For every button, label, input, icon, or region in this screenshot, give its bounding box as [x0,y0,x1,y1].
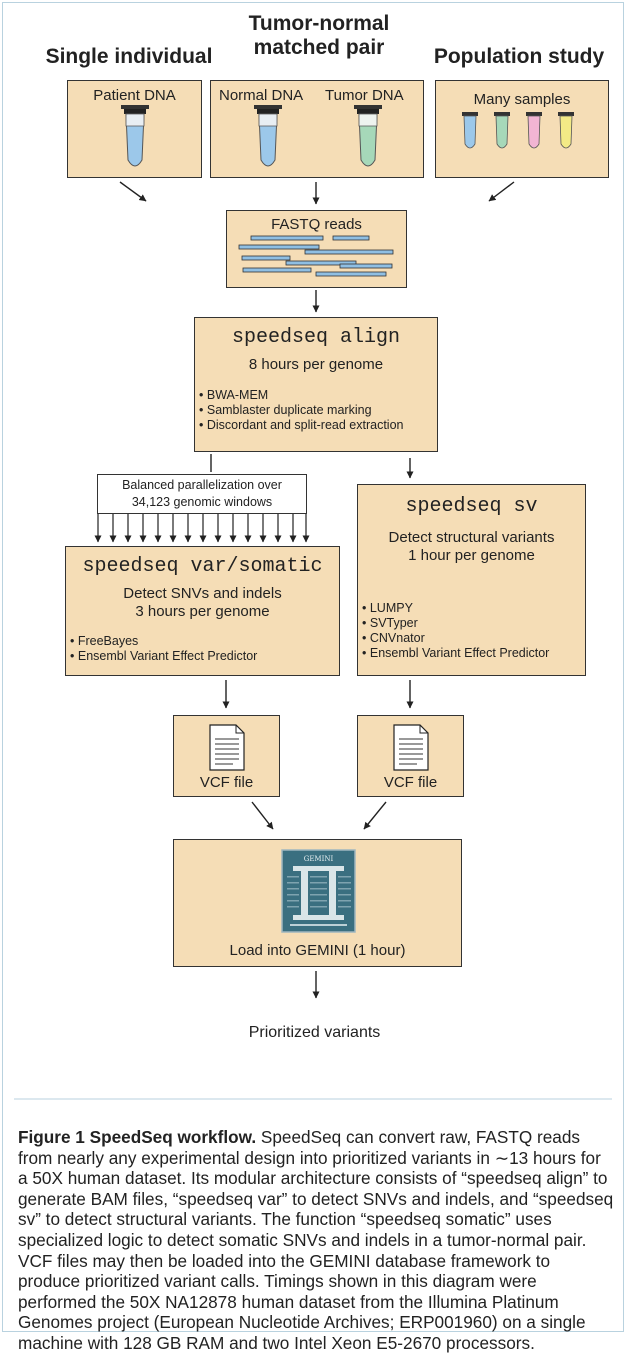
many-samples-label: Many samples [473,91,571,108]
tube-icon-tumor [354,105,382,167]
speedseq-var-box: speedseq var/somatic Detect SNVs and ind… [65,546,340,676]
document-icon-right [393,724,429,771]
parallelization-box: Balanced parallelization over 34,123 gen… [97,474,307,514]
arrow-population-to-fastq [488,181,515,202]
tumor-normal-box: Normal DNA Tumor DNA [210,80,424,178]
sv-line2: 1 hour per genome [408,547,535,564]
align-bullet: BWA-MEM [199,388,403,403]
figure-frame [2,2,624,1332]
document-icon-left [209,724,245,771]
parallel-arrows [94,514,310,543]
caption-title: Figure 1 SpeedSeq workflow. [18,1127,257,1147]
tube-icon-patient [121,105,149,167]
patient-dna-label: Patient DNA [93,87,176,104]
figure-caption: Figure 1 SpeedSeq workflow. SpeedSeq can… [18,1127,614,1354]
sv-line1: Detect structural variants [388,529,555,546]
vcf-file-box-right: VCF file [357,715,464,797]
arrow-vcf-left-to-gemini [251,801,274,830]
svg-text:GEMINI: GEMINI [304,855,334,863]
caption-text: SpeedSeq can convert raw, FASTQ reads fr… [18,1127,614,1353]
align-command: speedseq align [231,326,401,349]
var-bullet: Ensembl Variant Effect Predictor [70,649,257,664]
vcf-file-label-left: VCF file [199,774,254,791]
sv-bullet: CNVnator [362,631,549,646]
header-single-individual: Single individual [45,45,213,68]
many-samples-box: Many samples [435,80,609,178]
speedseq-align-box: speedseq align 8 hours per genome BWA-ME… [194,317,438,452]
sv-bullets: LUMPY SVTyper CNVnator Ensembl Variant E… [362,601,549,661]
sv-command: speedseq sv [405,495,538,518]
header-population-study: Population study [433,45,605,68]
var-bullets: FreeBayes Ensembl Variant Effect Predict… [70,634,257,664]
header-tumor-normal: Tumor-normal matched pair [224,12,414,60]
sv-bullet: SVTyper [362,616,549,631]
tube-icon-normal [254,105,282,167]
prioritized-variants-label: Prioritized variants [248,1024,381,1041]
tube-icon-sample-green [494,112,510,149]
var-line1: Detect SNVs and indels [123,585,282,602]
header-tumor-normal-line1: Tumor-normal [248,12,390,35]
align-bullet: Discordant and split-read extraction [199,418,403,433]
var-line2: 3 hours per genome [135,603,270,620]
tube-icon-sample-blue [462,112,478,149]
sv-bullet: Ensembl Variant Effect Predictor [362,646,549,661]
parallelization-line1: Balanced parallelization over [122,478,282,492]
var-command: speedseq var/somatic [82,555,323,578]
align-bullets: BWA-MEM Samblaster duplicate marking Dis… [199,388,403,433]
vcf-file-label-right: VCF file [383,774,438,791]
align-bullet: Samblaster duplicate marking [199,403,403,418]
arrow-vcf-right-to-gemini [363,801,387,830]
sv-bullet: LUMPY [362,601,549,616]
tube-icon-sample-pink [526,112,542,149]
tumor-dna-label: Tumor DNA [325,87,404,104]
var-bullet: FreeBayes [70,634,257,649]
parallelization-line2: 34,123 genomic windows [131,495,273,509]
gemini-logo: GEMINI [281,849,356,933]
align-timing: 8 hours per genome [248,356,384,373]
fastq-reads-label: FASTQ reads [271,216,362,233]
tube-icon-sample-yellow [558,112,574,149]
normal-dna-label: Normal DNA [219,87,304,104]
header-tumor-normal-line2: matched pair [253,36,385,59]
fastq-reads-icon [238,235,394,277]
speedseq-sv-box: speedseq sv Detect structural variants 1… [357,484,586,676]
gemini-label: Load into GEMINI (1 hour) [229,942,406,959]
arrow-patient-to-fastq [119,181,147,202]
